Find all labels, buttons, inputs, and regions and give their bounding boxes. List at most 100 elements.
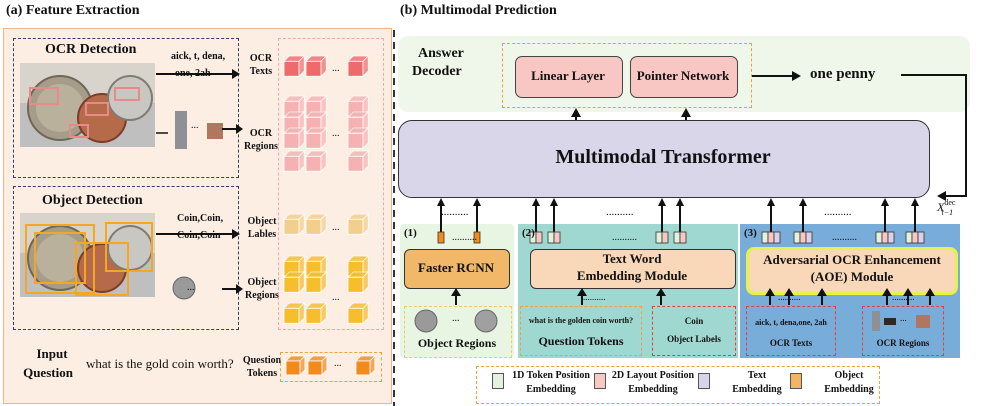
dots-2: .......... (606, 206, 634, 218)
object-labels-label-1: Object (247, 216, 277, 227)
object-detection-title: Object Detection (42, 193, 143, 208)
object-region-cube (347, 271, 370, 294)
legend-swatch (698, 373, 710, 389)
token-segment (767, 231, 775, 244)
token-arrow-head (799, 198, 807, 206)
object-regions-arrow (222, 284, 243, 294)
ocr-regions-arrow (222, 124, 243, 134)
ocr-texts-label-1: OCR (249, 53, 273, 64)
legend-label: Embedding (732, 384, 782, 395)
module-1-number: (1) (404, 227, 417, 239)
object-region-cube (283, 271, 306, 294)
token-segment (437, 231, 445, 244)
token-arrow-head (881, 198, 889, 206)
object-labels-line2: Coin,Coin (177, 230, 221, 241)
question-tokens-input-text: what is the golden coin worth? (528, 316, 634, 325)
token-segment (661, 231, 669, 244)
ocr-text-cube (283, 55, 306, 78)
token-segment (655, 231, 663, 244)
object-regions-thumbnails (414, 309, 498, 333)
panel-b-title: (b) Multimodal Prediction (400, 3, 557, 18)
ocr-text-cube (305, 55, 328, 78)
ocr-texts-input-box (746, 306, 836, 356)
ocr-regions-arrow-line (156, 132, 168, 134)
object-crops (172, 276, 196, 300)
token-segment (793, 231, 801, 244)
object-region-cube (283, 255, 306, 278)
linear-layer-box (515, 56, 623, 98)
token-dots-2: .......... (612, 232, 637, 243)
ocr-texts-label-2: Texts (249, 66, 273, 77)
object-labels-label-2: Lables (247, 229, 277, 240)
question-tokens-label-1: Question (242, 355, 282, 366)
question-cubes-box (280, 352, 382, 382)
ocr-regions-ellipsis: ... (332, 128, 340, 139)
ocr-regions-thumb-ellipsis: ... (900, 313, 907, 323)
object-crops-ellipsis: ... (187, 282, 195, 293)
token-segment (473, 231, 481, 244)
ocr-arrow (156, 69, 240, 79)
question-tokens-label-2: Tokens (246, 368, 278, 379)
answer-text: one penny (810, 66, 876, 82)
text-word-embedding-label-2: Embedding Module (576, 268, 688, 283)
token-arrows (437, 198, 925, 244)
ocr-region-cube (283, 150, 306, 173)
input-dots-3a: .......... (778, 292, 801, 302)
aoe-module-label-2: (AOE) Module (810, 269, 894, 284)
ocr-region-cube (283, 127, 306, 150)
pointer-network-box (630, 56, 738, 98)
pointer-network-label: Pointer Network (636, 68, 730, 83)
module-2-number: (2) (522, 227, 535, 239)
faster-rcnn-box (404, 249, 510, 289)
token-segment (535, 231, 543, 244)
object-label-cube (305, 213, 328, 236)
object-regions-input-box (404, 306, 512, 358)
legend-swatch (492, 373, 504, 389)
ocr-region-cube (305, 127, 328, 150)
ocr-texts-input-text: aick, t, dena,one, 2ah (755, 318, 827, 327)
multimodal-transformer-label: Multimodal Transformer (555, 146, 771, 168)
legend-box (476, 366, 880, 404)
legend-label: Embedding (628, 384, 678, 395)
object-arrow (156, 229, 240, 239)
object-region-cube (305, 255, 328, 278)
input-question-label-2: Question (23, 365, 73, 380)
token-arrow-head (658, 198, 666, 206)
legend-label: Object (834, 370, 864, 381)
dots-3: .......... (824, 206, 852, 218)
input-question-text: what is the gold coin worth? (86, 356, 234, 371)
text-word-embedding-box (530, 249, 736, 289)
ocr-regions-label-1: OCR (249, 128, 273, 139)
object-label-cube (283, 213, 306, 236)
ocr-text-cube (347, 55, 370, 78)
answer-decoder-label-2: Decoder (412, 64, 462, 79)
question-token-cube (285, 355, 306, 376)
object-regions-label-2: Regions (245, 290, 279, 301)
text-word-embedding-label-1: Text Word (602, 251, 662, 266)
ocr-region-cube (305, 150, 328, 173)
legend-label: Text (747, 370, 767, 381)
ocr-region-cube (347, 150, 370, 173)
ocr-crops (175, 111, 223, 149)
legend-label: Embedding (526, 384, 576, 395)
faster-rcnn-label: Faster RCNN (418, 260, 494, 275)
ocr-regions-label-2: Regions (244, 141, 278, 152)
object-regions-ellipsis: ... (332, 292, 340, 303)
token-arrow-head (532, 198, 540, 206)
ocr-regions-thumbnails (872, 311, 930, 331)
legend-label: 1D Token Position (512, 370, 590, 381)
module-3-number: (3) (744, 227, 757, 239)
answer-decoder-label-1: Answer (418, 46, 464, 61)
token-segment (887, 231, 895, 244)
legend-label: 2D Layout Position (611, 370, 695, 381)
token-segment (547, 231, 555, 244)
object-region-cube (305, 271, 328, 294)
object-regions-input-label: Object Regions (417, 336, 497, 350)
question-tokens-input-label: Question Tokens (538, 334, 624, 348)
answer-arrow (752, 71, 801, 81)
token-segment (875, 231, 883, 244)
token-dots-1: .......... (452, 232, 477, 243)
token-arrow-head (473, 198, 481, 206)
token-segment (911, 231, 919, 244)
feature-cubes-box (278, 38, 384, 330)
